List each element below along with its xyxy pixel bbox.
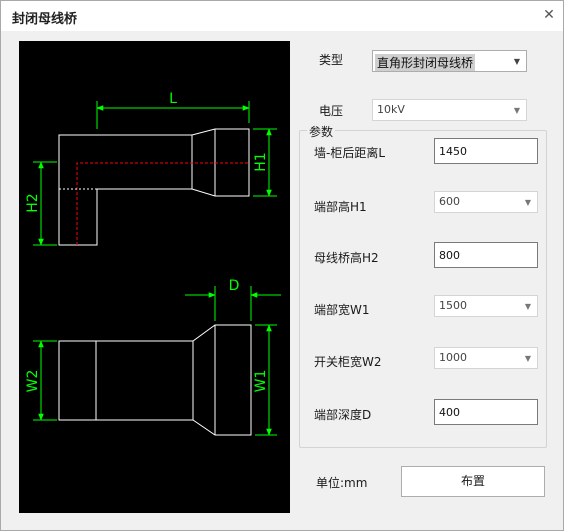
- dim-h2: [33, 161, 57, 246]
- top-view-outline: [58, 128, 250, 246]
- dim-w1-label: W1: [253, 370, 269, 393]
- dropdown-arrow-icon: ▼: [524, 302, 531, 311]
- type-label: 类型: [319, 53, 344, 67]
- bus-height-label: 母线桥高H2: [314, 251, 379, 265]
- end-height-select[interactable]: 600 ▼: [434, 191, 538, 213]
- title-bar: 封闭母线桥 ✕: [1, 1, 563, 31]
- dim-d-label: D: [229, 278, 240, 294]
- voltage-label: 电压: [319, 104, 344, 118]
- cabinet-width-select-value: 1000: [439, 351, 467, 364]
- dim-d: [185, 286, 281, 321]
- voltage-select-value: 10kV: [377, 103, 405, 116]
- dim-l-label: L: [169, 91, 177, 107]
- wall-distance-input[interactable]: [434, 138, 538, 164]
- cabinet-width-label: 开关柜宽W2: [314, 355, 382, 369]
- dim-w2-label: W2: [25, 370, 41, 393]
- dropdown-arrow-icon: ▼: [524, 198, 531, 207]
- dim-w1: [255, 324, 277, 436]
- end-height-label: 端部高H1: [314, 200, 367, 214]
- dim-l: [96, 101, 250, 129]
- close-icon[interactable]: ✕: [543, 7, 555, 23]
- end-depth-input[interactable]: [434, 399, 538, 425]
- top-view-centerline: [76, 162, 249, 245]
- side-view-outline: [58, 324, 252, 436]
- type-select-value: 直角形封闭母线桥: [375, 54, 476, 71]
- window-title: 封闭母线桥: [12, 12, 78, 27]
- dropdown-arrow-icon: ▼: [513, 106, 520, 115]
- dropdown-arrow-icon: ▼: [524, 354, 531, 363]
- end-depth-label: 端部深度D: [314, 408, 372, 422]
- dim-w2: [33, 340, 57, 421]
- voltage-select[interactable]: 10kV ▼: [372, 99, 527, 121]
- params-group-title: 参数: [307, 123, 336, 140]
- dim-h2-label: H2: [25, 193, 41, 212]
- unit-label: 单位:mm: [316, 476, 368, 490]
- dim-h1-label: H1: [253, 152, 269, 171]
- drawing-preview: L H1 H2: [19, 41, 290, 513]
- type-select[interactable]: 直角形封闭母线桥 ▼: [372, 50, 527, 72]
- bus-height-input[interactable]: [434, 242, 538, 268]
- dim-h1: [253, 128, 277, 197]
- end-width-select-value: 1500: [439, 299, 467, 312]
- end-height-select-value: 600: [439, 195, 460, 208]
- params-group: [299, 130, 547, 448]
- cabinet-width-select[interactable]: 1000 ▼: [434, 347, 538, 369]
- end-width-select[interactable]: 1500 ▼: [434, 295, 538, 317]
- dropdown-arrow-icon: ▼: [513, 57, 520, 66]
- place-button[interactable]: 布置: [401, 466, 545, 497]
- wall-distance-label: 墙-柜后距离L: [314, 146, 386, 160]
- end-width-label: 端部宽W1: [314, 303, 370, 317]
